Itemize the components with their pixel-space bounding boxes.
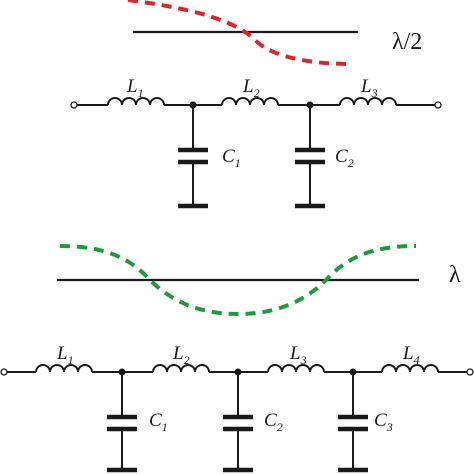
top-inductor-l2: [221, 97, 279, 106]
bottom-label-l1: L1: [56, 343, 74, 367]
top-section: λ/2 L1 L2 L3 C1 C2: [70, 0, 442, 209]
top-wavelength-label: λ/2: [392, 29, 422, 55]
bottom-label-c1: C1: [149, 410, 168, 434]
bottom-label-l3: L3: [289, 343, 307, 367]
top-input-terminal: [70, 101, 78, 109]
bottom-label-l4: L4: [402, 343, 420, 367]
top-label-c2: C2: [335, 146, 354, 170]
bottom-label-c2: C2: [264, 410, 283, 434]
top-label-l2: L2: [242, 76, 260, 100]
top-label-c1: C1: [222, 146, 241, 170]
bottom-full-wave: [59, 244, 417, 317]
top-inductor-l3: [339, 97, 397, 106]
bottom-inductor-l4: [381, 364, 439, 373]
top-label-l3: L3: [360, 76, 378, 100]
top-output-terminal: [434, 101, 442, 109]
bottom-wavelength-label: λ: [449, 262, 461, 288]
top-label-l1: L1: [126, 76, 144, 100]
bottom-section: λ L1 L2 L3 L4 C1 C2: [0, 244, 474, 473]
bottom-inductor-l2: [152, 364, 210, 373]
bottom-inductor-l3: [267, 364, 325, 373]
bottom-output-terminal: [466, 368, 474, 376]
bottom-label-l2: L2: [172, 343, 190, 367]
bottom-inductor-l1: [35, 364, 93, 373]
top-inductor-l1: [107, 97, 165, 106]
bottom-input-terminal: [0, 368, 8, 376]
bottom-label-c3: C3: [374, 410, 393, 434]
